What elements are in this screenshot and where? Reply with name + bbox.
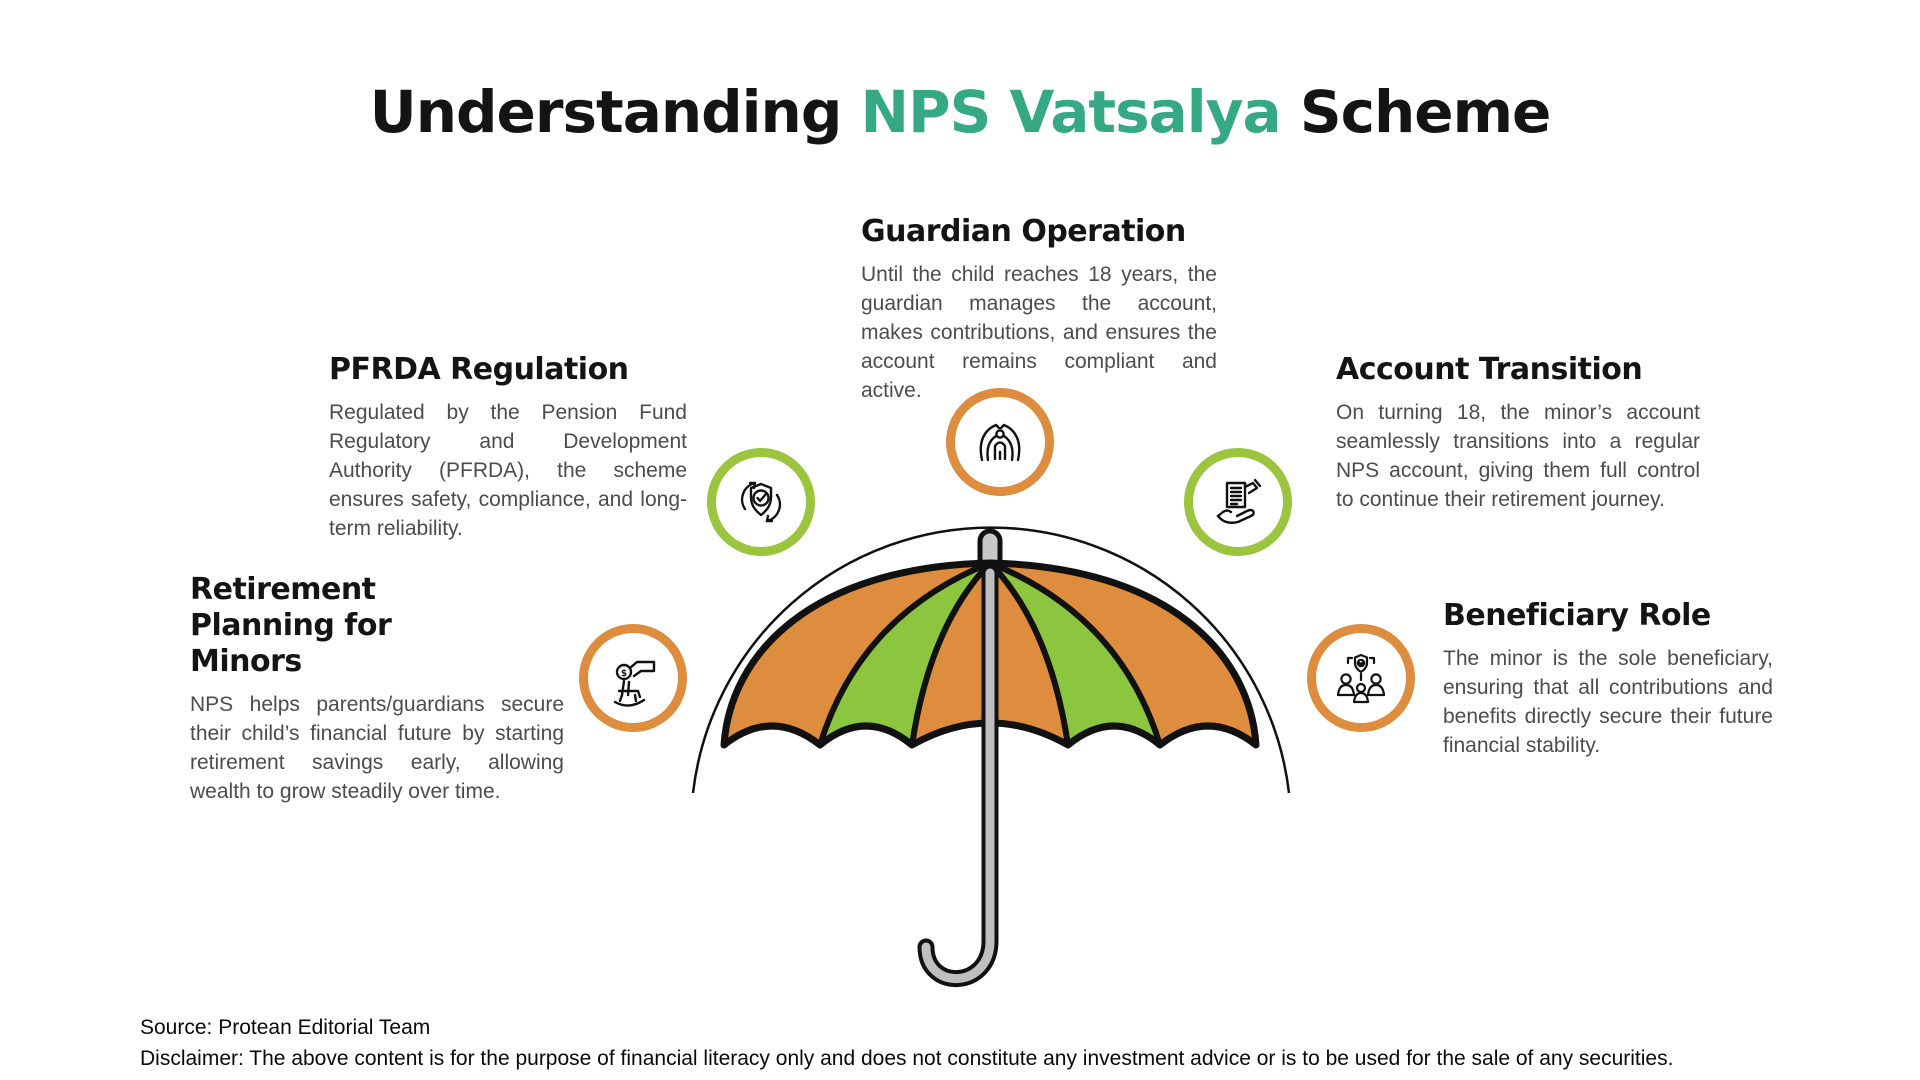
section-beneficiary-role: Beneficiary Role The minor is the sole b… [1443,598,1773,760]
svg-text:$: $ [621,669,627,679]
shield-check-cycle-icon [740,481,782,523]
account-transition-badge [1184,448,1292,556]
section-heading: Account Transition [1336,352,1643,387]
section-guardian-operation: Guardian Operation Until the child reach… [861,214,1217,405]
beneficiary-role-badge [1307,624,1415,732]
umbrella-panel-green-left [820,563,990,745]
section-body: Regulated by the Pension Fund Regulatory… [329,401,687,540]
umbrella-ribs [817,560,1163,748]
coin-rocking-chair-icon: $ [613,660,656,707]
section-account-transition: Account Transition On turning 18, the mi… [1336,352,1700,514]
guardian-operation-badge [946,388,1054,496]
umbrella-panel-green-right [990,563,1160,745]
umbrella-canopy-outline [720,559,1260,749]
footer: Source: Protean Editorial Team Disclaime… [140,1012,1840,1074]
source-text: Source: Protean Editorial Team [140,1016,431,1039]
retirement-planning-badge: $ [579,624,687,732]
title-part2: Scheme [1280,78,1552,146]
section-heading: Guardian Operation [861,214,1186,249]
background-arc [691,526,1291,794]
section-heading: Retirement Planning for Minors [190,572,392,679]
title-part1: Understanding [369,78,861,146]
page-title: Understanding NPS Vatsalya Scheme [0,78,1920,146]
title-highlight: NPS Vatsalya [860,78,1282,146]
section-pfrda-regulation: PFRDA Regulation Regulated by the Pensio… [329,352,687,543]
hand-document-icon [1216,478,1262,524]
disclaimer-text: Disclaimer: The above content is for the… [140,1047,1674,1070]
section-body: On turning 18, the minor’s account seaml… [1336,401,1700,511]
section-heading: PFRDA Regulation [329,352,629,387]
section-body: NPS helps parents/guardians secure their… [190,693,564,803]
umbrella-icon [691,526,1291,988]
umbrella-pole [921,568,995,984]
pfrda-regulation-badge [707,448,815,556]
umbrella-illustration [660,505,1320,1010]
family-shield-icon [1336,653,1386,704]
section-body: The minor is the sole beneficiary, ensur… [1443,647,1773,757]
hands-over-person-icon [979,423,1021,462]
section-body: Until the child reaches 18 years, the gu… [861,263,1217,402]
section-heading: Beneficiary Role [1443,598,1711,633]
section-retirement-planning: Retirement Planning for Minors NPS helps… [190,572,564,806]
